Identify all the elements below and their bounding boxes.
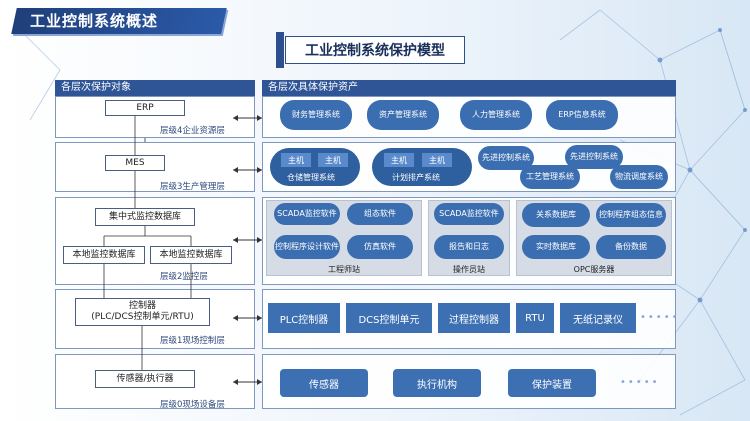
opc-realtime-db: 实时数据库	[522, 235, 590, 259]
warehouse-host-1: 主机	[281, 153, 311, 167]
asset-asset-mgmt: 资产管理系统	[367, 100, 439, 130]
right-column-header: 各层次具体保护资产	[262, 80, 676, 96]
asset-protection-device: 保护装置	[508, 369, 596, 397]
layer1-label: 层级1现场控制层	[160, 336, 225, 346]
asset-sensor: 传感器	[280, 369, 368, 397]
logistics-dispatch: 物流调度系统	[610, 165, 668, 189]
controller-box: 控制器 (PLC/DCS控制单元/RTU)	[75, 298, 210, 326]
mes-box: MES	[105, 155, 165, 171]
asset-rtu: RTU	[516, 303, 554, 333]
asset-finance: 财务管理系统	[280, 100, 352, 130]
eng-program-design: 控制程序设计软件	[274, 235, 340, 259]
opc-server-label: OPC服务器	[573, 265, 615, 274]
op-scada: SCADA监控软件	[434, 203, 504, 225]
layer2-label: 层级2监控层	[160, 272, 208, 282]
layer0-more-indicator: •••••	[620, 377, 660, 388]
plan-label: 计划排产系统	[392, 173, 440, 182]
erp-box: ERP	[105, 100, 185, 116]
operator-station-label: 操作员站	[453, 265, 485, 274]
layer1-more-indicator: •••••	[640, 312, 680, 323]
model-title-accent	[276, 32, 284, 68]
asset-hr: 人力管理系统	[460, 100, 532, 130]
eng-scada: SCADA监控软件	[274, 203, 340, 225]
asset-paperless-recorder: 无纸记录仪	[560, 303, 636, 333]
warehouse-label: 仓储管理系统	[287, 173, 335, 182]
opc-relational-db: 关系数据库	[522, 203, 590, 227]
craft-mgmt: 工艺管理系统	[520, 165, 580, 189]
model-title: 工业控制系统保护模型	[285, 36, 465, 64]
opc-program-config: 控制程序组态信息	[596, 203, 666, 227]
eng-simulation: 仿真软件	[347, 235, 413, 259]
asset-plc: PLC控制器	[268, 303, 340, 333]
op-report-log: 报告和日志	[434, 235, 504, 259]
asset-erp-info: ERP信息系统	[546, 100, 618, 130]
plan-host-1: 主机	[384, 153, 414, 167]
advanced-control-2: 先进控制系统	[565, 145, 623, 169]
opc-backup: 备份数据	[596, 235, 666, 259]
left-column-header: 各层次保护对象	[55, 80, 255, 96]
layer0-label: 层级0现场设备层	[160, 400, 225, 410]
warehouse-host-2: 主机	[318, 153, 348, 167]
eng-config: 组态软件	[347, 203, 413, 225]
asset-actuator: 执行机构	[393, 369, 481, 397]
engineer-station-label: 工程师站	[328, 265, 360, 274]
sensors-box: 传感器/执行器	[95, 370, 195, 388]
central-db-box: 集中式监控数据库	[95, 208, 195, 226]
asset-dcs: DCS控制单元	[346, 303, 432, 333]
layer4-label: 层级4企业资源层	[160, 126, 225, 136]
plan-host-2: 主机	[422, 153, 452, 167]
local-db-box-2: 本地监控数据库	[150, 246, 232, 264]
layer3-label: 层级3生产管理层	[160, 182, 225, 192]
banner-title: 工业控制系统概述	[30, 12, 159, 30]
local-db-box-1: 本地监控数据库	[63, 246, 145, 264]
asset-process-controller: 过程控制器	[438, 303, 510, 333]
advanced-control-1: 先进控制系统	[478, 146, 534, 170]
